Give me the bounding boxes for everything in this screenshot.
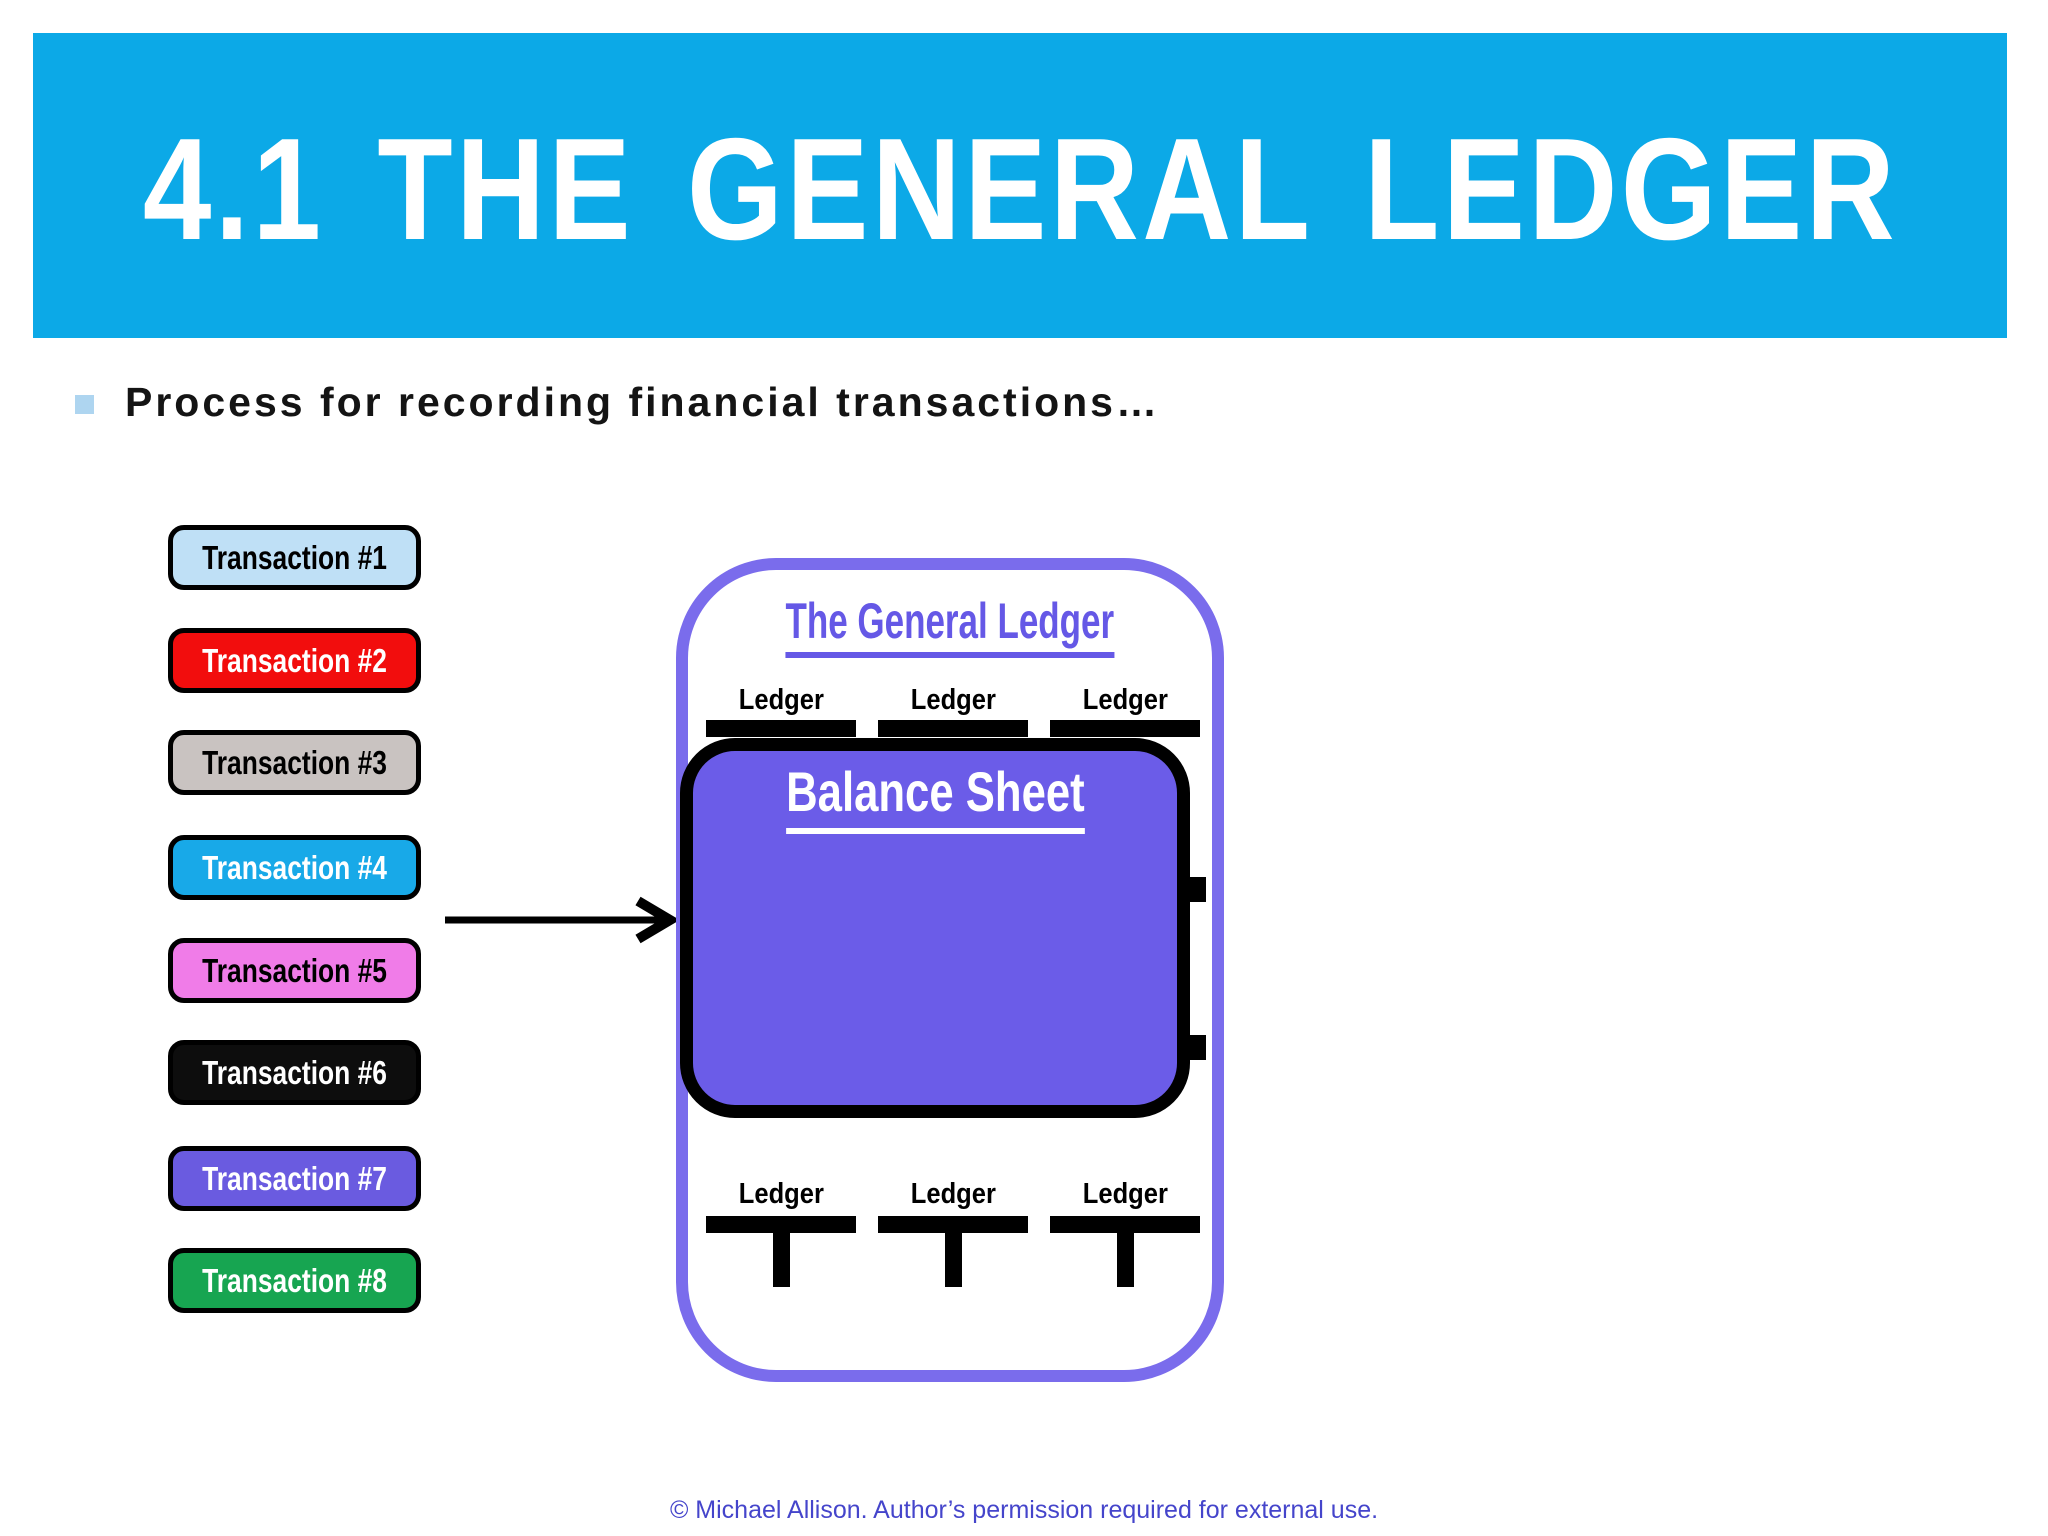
- t-account-bar: [878, 720, 1028, 737]
- transaction-box-2: Transaction #2: [168, 628, 421, 693]
- transaction-label: Transaction #8: [202, 1261, 387, 1299]
- transaction-label: Transaction #6: [202, 1053, 387, 1091]
- ledger-label: Ledger: [910, 1178, 996, 1210]
- ledger-label: Ledger: [738, 1178, 824, 1210]
- t-account-bar: [706, 1216, 856, 1233]
- transaction-label: Transaction #2: [202, 641, 387, 679]
- t-account-bar: [706, 720, 856, 737]
- transaction-box-1: Transaction #1: [168, 525, 421, 590]
- t-account-stem: [944, 1233, 962, 1287]
- transaction-label: Transaction #7: [202, 1159, 387, 1197]
- ledger-label: Ledger: [1082, 684, 1168, 716]
- t-account-stem: [772, 1233, 790, 1287]
- transaction-label: Transaction #1: [202, 538, 387, 576]
- transaction-box-7: Transaction #7: [168, 1146, 421, 1211]
- balance-sheet-box: Balance Sheet: [680, 738, 1190, 1118]
- general-ledger-title: The General Ledger: [785, 592, 1115, 658]
- ledger-t-account-top-3: Ledger: [1050, 682, 1200, 737]
- transaction-label: Transaction #3: [202, 743, 387, 781]
- transaction-box-5: Transaction #5: [168, 938, 421, 1003]
- ledger-t-account-bottom-2: Ledger: [878, 1176, 1028, 1287]
- transaction-box-8: Transaction #8: [168, 1248, 421, 1313]
- t-account-stem: [1116, 1233, 1134, 1287]
- ledger-t-account-top-1: Ledger: [706, 682, 856, 737]
- copyright-footer: © Michael Allison. Author’s permission r…: [669, 1496, 1379, 1524]
- t-account-bar: [878, 1216, 1028, 1233]
- t-account-bar: [1050, 1216, 1200, 1233]
- ledger-label: Ledger: [738, 684, 824, 716]
- slide-title: 4.1 THE GENERAL LEDGER: [142, 108, 1898, 270]
- transaction-box-3: Transaction #3: [168, 730, 421, 795]
- ledger-t-account-top-2: Ledger: [878, 682, 1028, 737]
- general-ledger-title-wrap: The General Ledger: [676, 592, 1224, 658]
- ledger-label: Ledger: [1082, 1178, 1168, 1210]
- t-account-bar: [1050, 720, 1200, 737]
- ledger-t-account-bottom-1: Ledger: [706, 1176, 856, 1287]
- flow-arrow-icon: [440, 895, 680, 945]
- transaction-box-4: Transaction #4: [168, 835, 421, 900]
- balance-sheet-title: Balance Sheet: [785, 759, 1085, 834]
- transaction-label: Transaction #5: [202, 951, 387, 989]
- bullet-text: Process for recording financial transact…: [125, 379, 1160, 425]
- bullet-marker: [75, 395, 94, 414]
- ledger-label: Ledger: [910, 684, 996, 716]
- title-banner: 4.1 THE GENERAL LEDGER: [33, 33, 2007, 338]
- ledger-t-account-bottom-3: Ledger: [1050, 1176, 1200, 1287]
- transaction-box-6: Transaction #6: [168, 1040, 421, 1105]
- transaction-label: Transaction #4: [202, 848, 387, 886]
- bullet-row: Process for recording financial transact…: [0, 380, 2048, 430]
